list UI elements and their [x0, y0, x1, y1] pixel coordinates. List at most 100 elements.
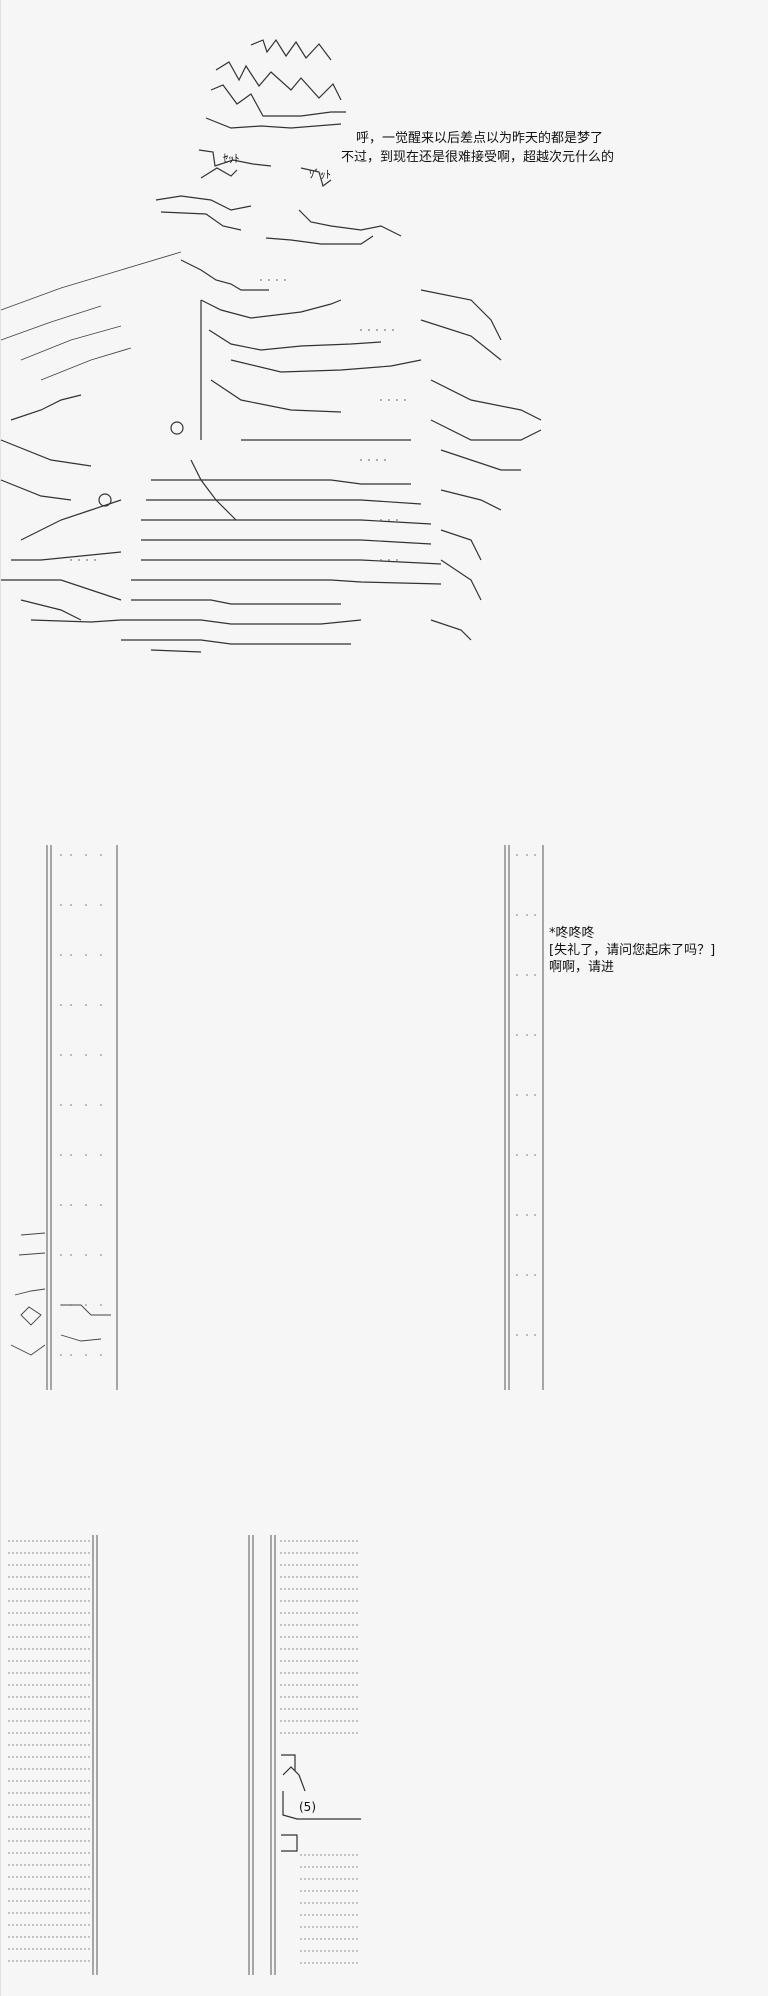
- wall-texture-dot: [300, 1950, 302, 1952]
- wall-texture-dot: [84, 1864, 86, 1866]
- wall-texture-dot: [76, 1708, 78, 1710]
- wall-texture-dot: [72, 1888, 74, 1890]
- wall-texture-dot: [356, 1540, 358, 1542]
- wall-texture-dot: [16, 1684, 18, 1686]
- wall-texture-dot: [68, 1756, 70, 1758]
- wall-texture-dot: [340, 1588, 342, 1590]
- wall-texture-dot: [80, 1684, 82, 1686]
- wall-texture-dot: [284, 1636, 286, 1638]
- wall-texture-dot: [308, 1684, 310, 1686]
- wall-texture-dot: [356, 1890, 358, 1892]
- wall-texture-dot: [340, 1564, 342, 1566]
- wall-texture-dot: [328, 1612, 330, 1614]
- wall-texture-dot: [328, 1576, 330, 1578]
- wall-texture-dot: [72, 1696, 74, 1698]
- wall-texture-dot: [60, 1648, 62, 1650]
- wall-texture-dot: [16, 1900, 18, 1902]
- wall-texture-dot: [36, 1960, 38, 1962]
- wall-texture-dot: [76, 1780, 78, 1782]
- wall-texture-dot: [28, 1780, 30, 1782]
- wall-texture-dot: [24, 1900, 26, 1902]
- wall-texture-dot: [60, 1792, 62, 1794]
- wall-texture-dot: [88, 1612, 90, 1614]
- wall-texture-dot: [284, 1696, 286, 1698]
- wall-texture-dot: [28, 1564, 30, 1566]
- wall-texture-dot: [76, 1660, 78, 1662]
- wall-texture-dot: [60, 1660, 62, 1662]
- wall-texture-dot: [32, 1660, 34, 1662]
- wall-texture-dot: [36, 1924, 38, 1926]
- wall-texture-dot: [8, 1780, 10, 1782]
- wall-texture-dot: [84, 1744, 86, 1746]
- wall-texture-dot: [36, 1756, 38, 1758]
- wall-texture-dot: [280, 1600, 282, 1602]
- wall-texture-dot: [52, 1564, 54, 1566]
- wall-texture-dot: [352, 1732, 354, 1734]
- wall-texture-dot: [324, 1660, 326, 1662]
- wall-texture-dot: [68, 1960, 70, 1962]
- wall-texture-dot: [64, 1852, 66, 1854]
- wall-texture-dot: [80, 1636, 82, 1638]
- wall-texture-dot: [24, 1660, 26, 1662]
- wall-texture-dot: [40, 1840, 42, 1842]
- wall-texture-dot: [8, 1672, 10, 1674]
- wall-texture-dot: [88, 1552, 90, 1554]
- wall-texture-dot: [320, 1540, 322, 1542]
- wall-texture-dot: [336, 1696, 338, 1698]
- wall-texture-dot: [344, 1890, 346, 1892]
- wall-texture-dot: [44, 1840, 46, 1842]
- wall-texture-dot: [348, 1552, 350, 1554]
- wall-texture-dot: [72, 1756, 74, 1758]
- wall-texture-dot: [72, 1588, 74, 1590]
- wall-texture-dot: [8, 1924, 10, 1926]
- wall-texture-dot: [280, 1720, 282, 1722]
- wall-texture-dot: [32, 1936, 34, 1938]
- wall-texture-dot: [300, 1890, 302, 1892]
- wall-texture-dot: [56, 1576, 58, 1578]
- wall-texture-dot: [32, 1828, 34, 1830]
- wall-texture-dot: [60, 1756, 62, 1758]
- wall-texture-dot: [80, 1672, 82, 1674]
- wall-texture-dot: [348, 1890, 350, 1892]
- wall-texture-dot: [60, 1600, 62, 1602]
- wall-texture-dot: [52, 1732, 54, 1734]
- wall-texture-dot: [340, 1866, 342, 1868]
- wall-texture-dot: [340, 1636, 342, 1638]
- wall-texture-dot: [28, 1708, 30, 1710]
- wall-texture-dot: [76, 1900, 78, 1902]
- wall-texture-dot: [320, 1914, 322, 1916]
- wall-texture-dot: [280, 1708, 282, 1710]
- wall-texture-dot: [304, 1902, 306, 1904]
- wall-texture-dot: [24, 1732, 26, 1734]
- wall-texture-dot: [332, 1708, 334, 1710]
- wall-texture-dot: [88, 1708, 90, 1710]
- wall-texture-dot: [280, 1576, 282, 1578]
- wall-texture-dot: [284, 1564, 286, 1566]
- wall-texture-dot: [316, 1938, 318, 1940]
- wall-texture-dot: [44, 1852, 46, 1854]
- wall-texture-dot: [48, 1852, 50, 1854]
- wall-texture-dot: [32, 1720, 34, 1722]
- wall-texture-dot: [348, 1612, 350, 1614]
- wall-texture-dot: [308, 1890, 310, 1892]
- wall-texture-dot: [352, 1950, 354, 1952]
- wall-texture-dot: [328, 1684, 330, 1686]
- wall-texture-dot: [60, 1912, 62, 1914]
- wall-texture-dot: [328, 1854, 330, 1856]
- wall-texture-dot: [88, 1720, 90, 1722]
- wall-texture-dot: [20, 1564, 22, 1566]
- wall-texture-dot: [308, 1540, 310, 1542]
- wall-texture-dot: [336, 1866, 338, 1868]
- wall-texture-dot: [16, 1672, 18, 1674]
- wall-texture-dot: [328, 1708, 330, 1710]
- wall-texture-dot: [344, 1648, 346, 1650]
- wall-texture-dot: [356, 1564, 358, 1566]
- wall-texture-dot: [348, 1684, 350, 1686]
- wall-texture-dot: [344, 1660, 346, 1662]
- wall-texture-dot: [64, 1744, 66, 1746]
- wall-texture-dot: [296, 1732, 298, 1734]
- wall-texture-dot: [40, 1684, 42, 1686]
- wall-texture-dot: [48, 1876, 50, 1878]
- wall-texture-dot: [356, 1636, 358, 1638]
- wall-texture-dot: [48, 1600, 50, 1602]
